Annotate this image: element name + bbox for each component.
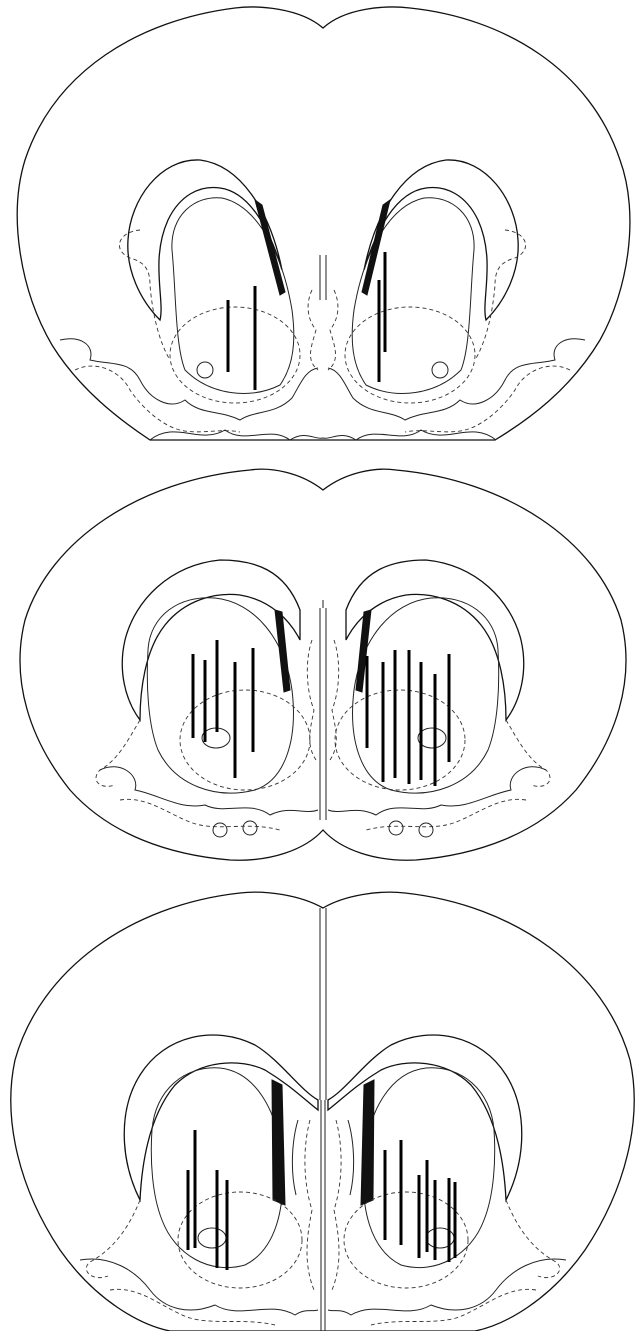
white-matter-left-posterior: [272, 1080, 285, 1205]
olfactory-right-posterior: [371, 1289, 536, 1325]
olfactory-left-anterior: [75, 366, 240, 432]
corpus-callosum-left-posterior: [124, 1035, 318, 1200]
brain-outline-anterior: [17, 7, 630, 440]
septum-left-posterior: [305, 1120, 314, 1290]
ventral-cortex-left-anterior: [60, 339, 318, 420]
electrode-placements-middle: [193, 640, 449, 786]
septum-left-middle: [307, 640, 316, 760]
brain-outline-posterior: [11, 892, 634, 1331]
brain-outline-middle: [20, 469, 626, 860]
fornix-right-posterior: [348, 1120, 354, 1195]
coronal-section-middle: [20, 469, 626, 860]
tubercle-right-middle: [419, 823, 433, 837]
midline-posterior: [320, 908, 326, 1331]
septum-right-posterior: [332, 1120, 341, 1290]
ventricle-right-posterior: [506, 1200, 560, 1278]
ventricle-left-posterior: [86, 1200, 140, 1278]
electrode-placements-anterior: [228, 252, 385, 390]
coronal-section-posterior: [11, 892, 634, 1331]
midline-middle: [320, 600, 326, 820]
ventral-cortex-right-posterior: [328, 1259, 566, 1315]
nucleus-accumbens-right-anterior: [345, 307, 475, 403]
nucleus-accumbens-left-middle: [180, 690, 310, 790]
striatum-left-middle: [147, 598, 293, 793]
tubercle2-right-middle: [389, 821, 403, 835]
striatum-left-anterior: [172, 198, 294, 394]
corpus-callosum-right-posterior: [328, 1035, 522, 1200]
white-matter-right-posterior: [361, 1080, 374, 1205]
septum-right-middle: [330, 640, 339, 760]
tubercle2-left-middle: [243, 821, 257, 835]
midline-anterior: [320, 255, 326, 300]
striatum-right-posterior: [363, 1068, 494, 1268]
olfactory-right-anterior: [405, 366, 570, 432]
ventricle-left-anterior: [119, 230, 170, 360]
commissure-left-posterior: [198, 1228, 226, 1248]
striatum-right-anterior: [352, 198, 474, 394]
commissure-left-anterior: [197, 362, 213, 378]
corpus-callosum-right-anterior: [364, 160, 518, 320]
tubercle-left-middle: [213, 823, 227, 837]
white-matter-left-anterior: [255, 200, 285, 295]
olfactory-left-posterior: [110, 1289, 275, 1325]
septum-right-anterior: [328, 290, 338, 370]
ventral-cortex-right-anterior: [328, 339, 585, 420]
striatum-right-middle: [353, 598, 499, 793]
septum-left-anterior: [308, 290, 318, 370]
fornix-left-posterior: [292, 1120, 298, 1195]
nucleus-accumbens-left-anterior: [170, 307, 300, 403]
nucleus-accumbens-left-posterior: [178, 1192, 302, 1288]
commissure-right-anterior: [432, 362, 448, 378]
coronal-section-anterior: [17, 7, 630, 440]
